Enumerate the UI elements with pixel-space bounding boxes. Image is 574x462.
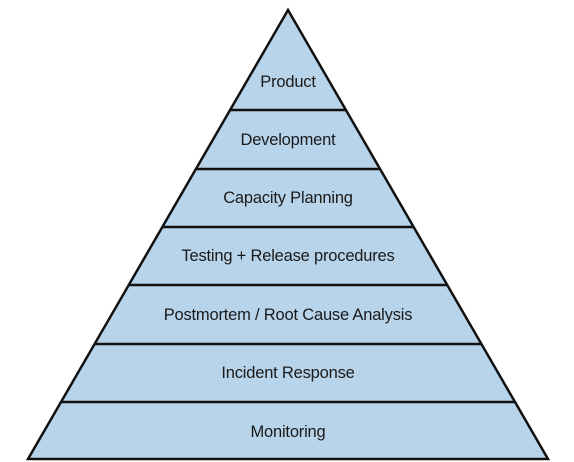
level-label-incident-response: Incident Response xyxy=(221,364,354,382)
level-label-postmortem: Postmortem / Root Cause Analysis xyxy=(164,306,413,324)
level-label-development: Development xyxy=(240,131,336,149)
level-label-capacity-planning: Capacity Planning xyxy=(223,189,353,207)
level-label-testing-release: Testing + Release procedures xyxy=(181,247,394,265)
level-label-product: Product xyxy=(260,73,316,91)
pyramid-body xyxy=(25,7,551,461)
level-label-monitoring: Monitoring xyxy=(250,423,325,441)
